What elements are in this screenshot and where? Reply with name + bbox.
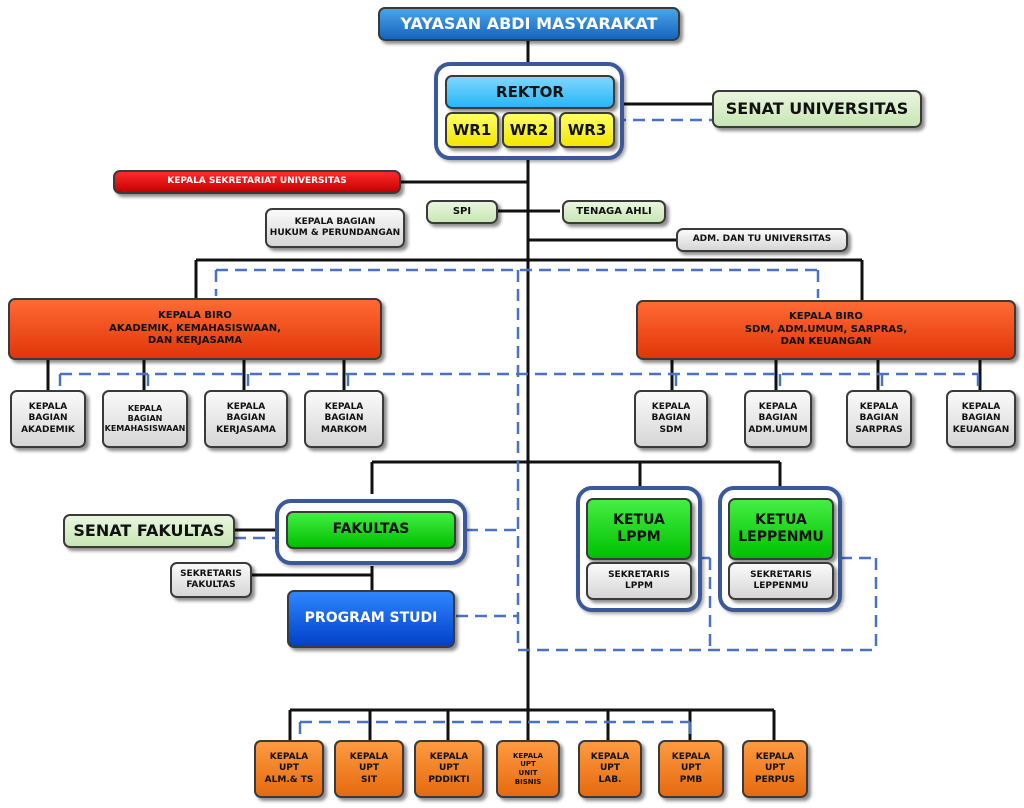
kepala-biro-akademik-box: KEPALA BIRO AKADEMIK, KEMAHASISWAAN, DAN… xyxy=(8,298,382,360)
wr2-box: WR2 xyxy=(502,112,556,148)
kepala-sekretariat-box: KEPALA SEKRETARIAT UNIVERSITAS xyxy=(113,170,401,194)
senat-universitas-box: SENAT UNIVERSITAS xyxy=(712,90,922,128)
wr3-box: WR3 xyxy=(559,112,615,148)
kepala-upt-alm-ts-box: KEPALA UPT ALM.& TS xyxy=(254,740,324,798)
tenaga-ahli-box: TENAGA AHLI xyxy=(562,200,666,224)
kepala-bagian-markom-box: KEPALA BAGIAN MARKOM xyxy=(304,390,384,448)
kepala-upt-pddikti-box: KEPALA UPT PDDIKTI xyxy=(414,740,484,798)
sekretaris-leppenmu-box: SEKRETARIS LEPPENMU xyxy=(728,562,834,600)
kepala-bagian-akademik-box: KEPALA BAGIAN AKADEMIK xyxy=(10,390,86,448)
yayasan-box: YAYASAN ABDI MASYARAKAT xyxy=(378,7,680,41)
kepala-bagian-kerjasama-box: KEPALA BAGIAN KERJASAMA xyxy=(204,390,288,448)
sekretaris-lppm-box: SEKRETARIS LPPM xyxy=(586,562,692,600)
kepala-bagian-adm-umum-box: KEPALA BAGIAN ADM.UMUM xyxy=(744,390,812,448)
kepala-upt-unit-bisnis-box: KEPALA UPT UNIT BISNIS xyxy=(496,740,560,798)
kepala-upt-pmb-box: KEPALA UPT PMB xyxy=(658,740,724,798)
dashed-connectors xyxy=(58,118,980,740)
kepala-upt-lab-box: KEPALA UPT LAB. xyxy=(578,740,642,798)
kepala-bagian-kemahasiswaan-box: KEPALA BAGIAN KEMAHASISWAAN xyxy=(102,390,188,448)
kepala-bagian-sdm-box: KEPALA BAGIAN SDM xyxy=(634,390,708,448)
kepala-upt-perpus-box: KEPALA UPT PERPUS xyxy=(742,740,808,798)
sekretaris-fakultas-box: SEKRETARIS FAKULTAS xyxy=(170,562,252,598)
adm-tu-box: ADM. DAN TU UNIVERSITAS xyxy=(676,228,848,252)
kepala-biro-sdm-box: KEPALA BIRO SDM, ADM.UMUM, SARPRAS, DAN … xyxy=(636,300,1016,360)
program-studi-box: PROGRAM STUDI xyxy=(287,590,455,648)
solid-connectors xyxy=(46,40,982,740)
senat-fakultas-box: SENAT FAKULTAS xyxy=(63,514,235,548)
ketua-lppm-box: KETUA LPPM xyxy=(586,498,692,560)
kepala-bagian-hukum-box: KEPALA BAGIAN HUKUM & PERUNDANGAN xyxy=(265,208,405,248)
kepala-upt-sit-box: KEPALA UPT SIT xyxy=(334,740,404,798)
kepala-bagian-sarpras-box: KEPALA BAGIAN SARPRAS xyxy=(846,390,912,448)
kepala-bagian-keuangan-box: KEPALA BAGIAN KEUANGAN xyxy=(946,390,1016,448)
ketua-leppenmu-box: KETUA LEPPENMU xyxy=(728,498,834,560)
rektor-box: REKTOR xyxy=(445,75,615,109)
fakultas-box: FAKULTAS xyxy=(286,511,456,549)
spi-box: SPI xyxy=(426,200,498,224)
wr1-box: WR1 xyxy=(445,112,499,148)
